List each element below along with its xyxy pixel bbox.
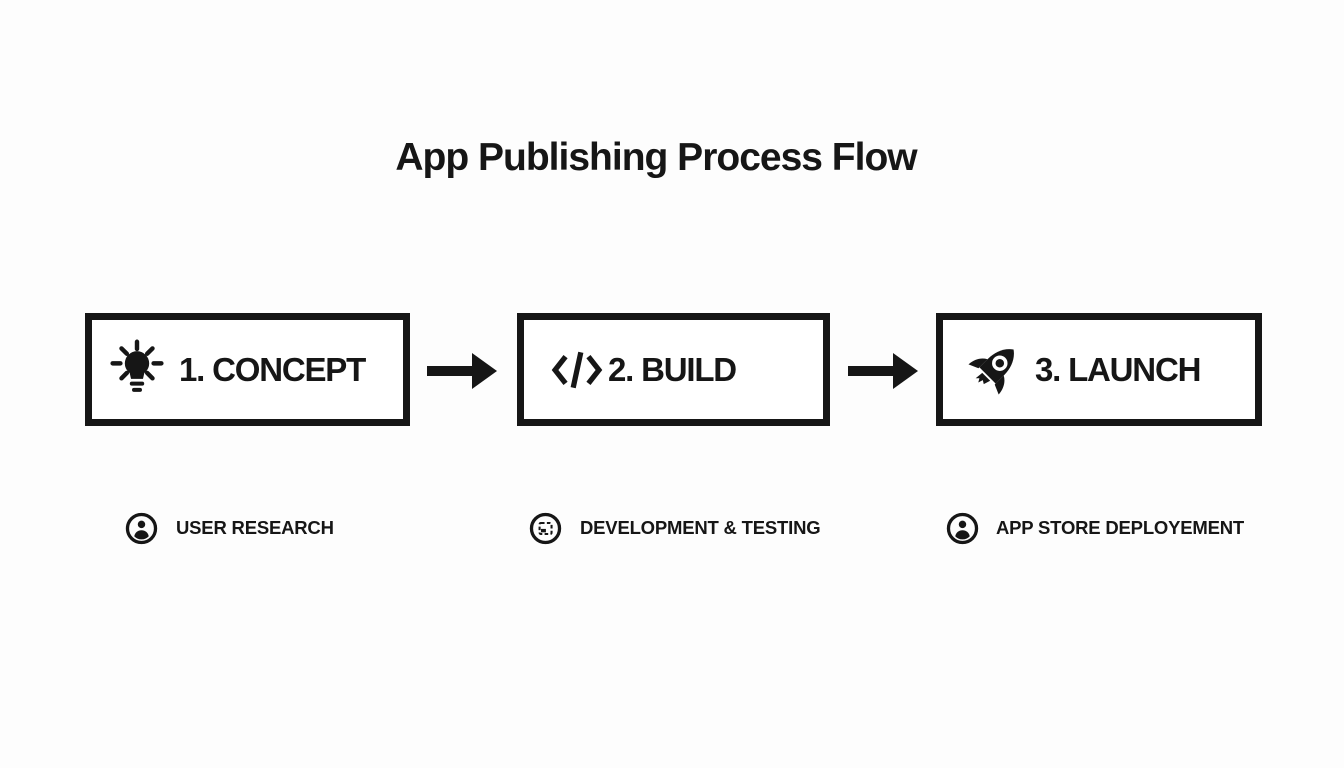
sub-label-user-research: USER RESEARCH — [176, 517, 334, 538]
arrow-right-icon — [427, 348, 497, 394]
lightbulb-idea-icon — [110, 339, 164, 401]
step-label-concept: 1. CONCEPT — [179, 350, 366, 388]
step-box-build: 2. BUILD — [517, 313, 830, 426]
arrow-right-icon — [848, 348, 918, 394]
step-box-concept: 1. CONCEPT — [85, 313, 410, 426]
sub-label-development-testing: DEVELOPMENT & TESTING — [580, 517, 821, 538]
code-brackets-icon — [548, 349, 606, 391]
sub-item-app-store-deployment: APP STORE DEPLOYEMENT — [946, 510, 1244, 546]
person-circle-icon — [946, 512, 979, 545]
rocket-icon — [961, 337, 1025, 403]
sub-item-development-testing: DEVELOPMENT & TESTING — [529, 510, 821, 546]
person-circle-icon — [125, 512, 158, 545]
step-label-launch: 3. LAUNCH — [1035, 350, 1201, 388]
diagram-title: App Publishing Process Flow — [395, 136, 917, 179]
sub-label-app-store-deployment: APP STORE DEPLOYEMENT — [996, 517, 1244, 538]
step-box-launch: 3. LAUNCH — [936, 313, 1262, 426]
dev-board-circle-icon — [529, 512, 562, 545]
step-label-build: 2. BUILD — [608, 350, 737, 388]
sub-item-user-research: USER RESEARCH — [125, 510, 334, 546]
